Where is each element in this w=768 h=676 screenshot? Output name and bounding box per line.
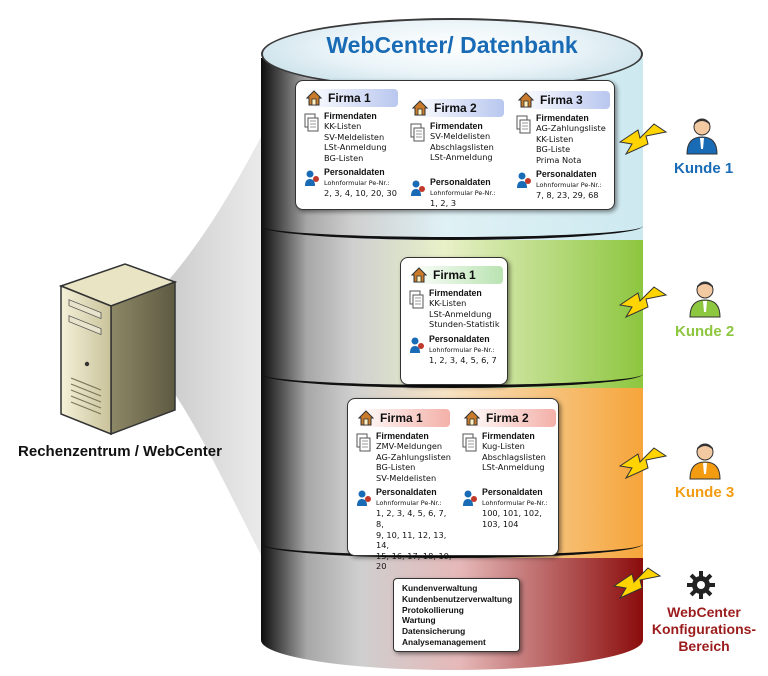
- personaldaten-section: Personaldaten Lohnformular Pe-Nr.: 2, 3,…: [304, 167, 400, 199]
- server-label: Rechenzentrum / WebCenter: [0, 443, 240, 460]
- config-item: Kundenverwaltung: [402, 583, 519, 594]
- customer-icon: [688, 442, 722, 480]
- personaldaten-section: Personaldaten Lohnformular Pe-Nr.: 1, 2,…: [410, 177, 506, 209]
- firmendaten-section: Firmendaten KK-Listen LSt-Anmeldung Stun…: [409, 288, 505, 330]
- firma-header: Firma 1: [356, 409, 450, 427]
- documents-icon: [462, 433, 478, 455]
- firma-header: Firma 3: [516, 91, 610, 109]
- gear-icon: [686, 570, 716, 600]
- firma-header: Firma 1: [304, 89, 398, 107]
- house-icon: [358, 410, 374, 426]
- firmendaten-section: Firmendaten AG-Zahlungsliste KK-Listen B…: [516, 113, 612, 165]
- lightning-icon: [612, 566, 662, 600]
- house-icon: [306, 90, 322, 106]
- house-icon: [412, 100, 428, 116]
- server: [55, 258, 205, 438]
- personnel-icon: [356, 489, 372, 507]
- kunde-label: Kunde 1: [674, 160, 733, 177]
- personnel-icon: [409, 336, 425, 354]
- kunde-3-card: Firma 1 Firmendaten ZMV-Meldungen AG-Zah…: [347, 398, 559, 556]
- firma-column: Firma 2 Firmendaten SV-Meldelisten Absch…: [410, 99, 506, 209]
- firma-column: Firma 1 Firmendaten ZMV-Meldungen AG-Zah…: [356, 409, 456, 572]
- lightning-icon: [618, 122, 668, 156]
- firmendaten-section: Firmendaten KK-Listen SV-Meldelisten LSt…: [304, 111, 400, 163]
- firma-column: Firma 1 Firmendaten KK-Listen SV-Meldeli…: [304, 89, 400, 199]
- personnel-icon: [410, 179, 426, 197]
- kunde-label: Kunde 3: [675, 484, 734, 501]
- personaldaten-section: Personaldaten Lohnformular Pe-Nr.: 1, 2,…: [356, 487, 456, 572]
- config-item: Analysemanagement: [402, 637, 519, 648]
- house-icon: [518, 92, 534, 108]
- firma-header: Firma 1: [409, 266, 503, 284]
- firma-column: Firma 2 Firmendaten Kug-Listen Abschlags…: [462, 409, 554, 529]
- documents-icon: [356, 433, 372, 455]
- kunde-label: Kunde 2: [675, 323, 734, 340]
- customer-icon: [685, 117, 719, 155]
- personaldaten-section: Personaldaten Lohnformular Pe-Nr.: 1, 2,…: [409, 334, 505, 366]
- firmendaten-section: Firmendaten ZMV-Meldungen AG-Zahlungslis…: [356, 431, 456, 483]
- config-item: Protokollierung: [402, 605, 519, 616]
- personnel-icon: [304, 169, 320, 187]
- firma-header: Firma 2: [410, 99, 504, 117]
- personaldaten-section: Personaldaten Lohnformular Pe-Nr.: 7, 8,…: [516, 169, 612, 201]
- config-item: Kundenbenutzerverwaltung: [402, 594, 519, 605]
- config-list: Kundenverwaltung Kundenbenutzerverwaltun…: [393, 578, 520, 652]
- kunde-1-card: Firma 1 Firmendaten KK-Listen SV-Meldeli…: [295, 80, 615, 210]
- kunde-2-card: Firma 1 Firmendaten KK-Listen LSt-Anmeld…: [400, 257, 508, 385]
- customer-icon: [688, 280, 722, 318]
- firmendaten-section: Firmendaten Kug-Listen Abschlagslisten L…: [462, 431, 554, 473]
- lightning-icon: [618, 446, 668, 480]
- server-icon: [55, 258, 205, 438]
- documents-icon: [410, 123, 426, 145]
- config-item: Wartung: [402, 615, 519, 626]
- house-icon: [411, 267, 427, 283]
- lightning-icon: [618, 285, 668, 319]
- documents-icon: [516, 115, 532, 137]
- firmendaten-section: Firmendaten SV-Meldelisten Abschlagslist…: [410, 121, 506, 163]
- firma-header: Firma 2: [462, 409, 556, 427]
- firma-column: Firma 3 Firmendaten AG-Zahlungsliste KK-…: [516, 91, 612, 201]
- config-item: Datensicherung: [402, 626, 519, 637]
- house-icon: [464, 410, 480, 426]
- personaldaten-section: Personaldaten Lohnformular Pe-Nr.: 100, …: [462, 487, 554, 530]
- config-label: WebCenter Konfigurations- Bereich: [644, 604, 764, 655]
- firma-column: Firma 1 Firmendaten KK-Listen LSt-Anmeld…: [409, 266, 505, 366]
- segment-divider: [261, 212, 643, 240]
- diagram-title: WebCenter/ Datenbank: [261, 32, 643, 59]
- personnel-icon: [516, 171, 532, 189]
- personnel-icon: [462, 489, 478, 507]
- documents-icon: [304, 113, 320, 135]
- documents-icon: [409, 290, 425, 312]
